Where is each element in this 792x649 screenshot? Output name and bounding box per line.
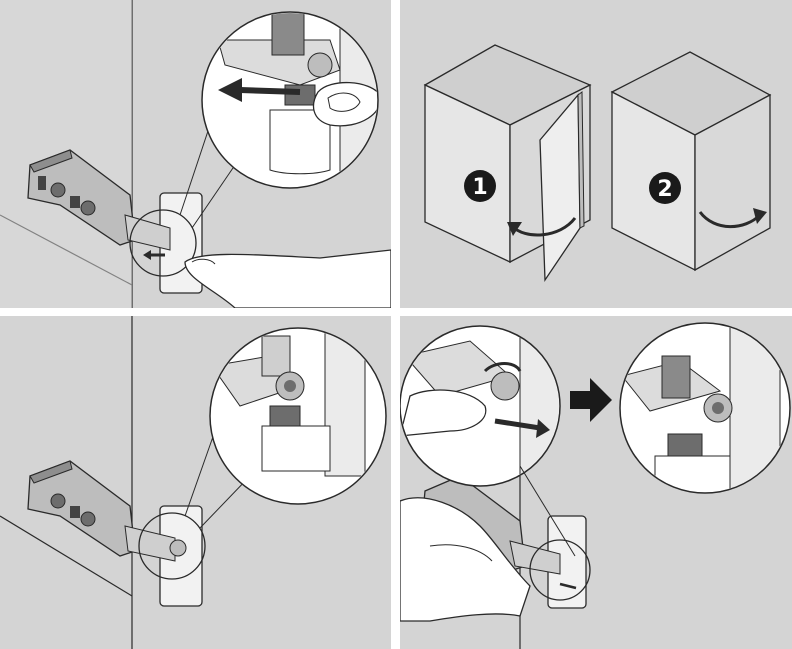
panel-3-illustration bbox=[0, 316, 387, 649]
rotate-arrow-icon bbox=[507, 217, 577, 237]
panel-4-illustration bbox=[400, 322, 791, 649]
panel-2-illustration: 1 2 bbox=[423, 44, 772, 283]
panel-1-release-lever bbox=[0, 0, 391, 308]
panel-3-hinge-engaged bbox=[0, 316, 391, 649]
panel-2-door-steps: 1 2 bbox=[400, 0, 792, 308]
zoom-source-circle bbox=[138, 512, 206, 580]
callout-zoom-circle bbox=[201, 11, 379, 189]
left-arrow-icon bbox=[218, 78, 242, 102]
step-1-number: 1 bbox=[472, 175, 487, 200]
step-badge-2: 2 bbox=[649, 172, 681, 204]
zoom-source-circle bbox=[529, 539, 591, 601]
hand-holding-icon bbox=[400, 497, 531, 622]
step-2-number: 2 bbox=[657, 177, 672, 202]
next-step-arrow-icon bbox=[570, 378, 612, 422]
cabinet-side-wall bbox=[0, 316, 133, 649]
hinge-arm bbox=[27, 149, 171, 251]
callout-zoom-circle bbox=[209, 327, 387, 505]
panel-1-illustration bbox=[0, 0, 391, 308]
right-arrow-icon bbox=[536, 419, 550, 438]
cabinet-closed-door bbox=[610, 51, 772, 272]
finger-hand-icon bbox=[184, 249, 391, 308]
callout-right-zoom bbox=[619, 322, 791, 494]
zoom-source-circle bbox=[129, 209, 197, 277]
hinge-arm bbox=[27, 460, 187, 562]
callout-left-zoom bbox=[400, 325, 561, 487]
rotate-arrow-icon-2 bbox=[698, 208, 767, 229]
step-badge-1: 1 bbox=[464, 170, 496, 202]
panel-4-lever-pull bbox=[400, 316, 792, 649]
cabinet-open-door bbox=[423, 44, 592, 283]
